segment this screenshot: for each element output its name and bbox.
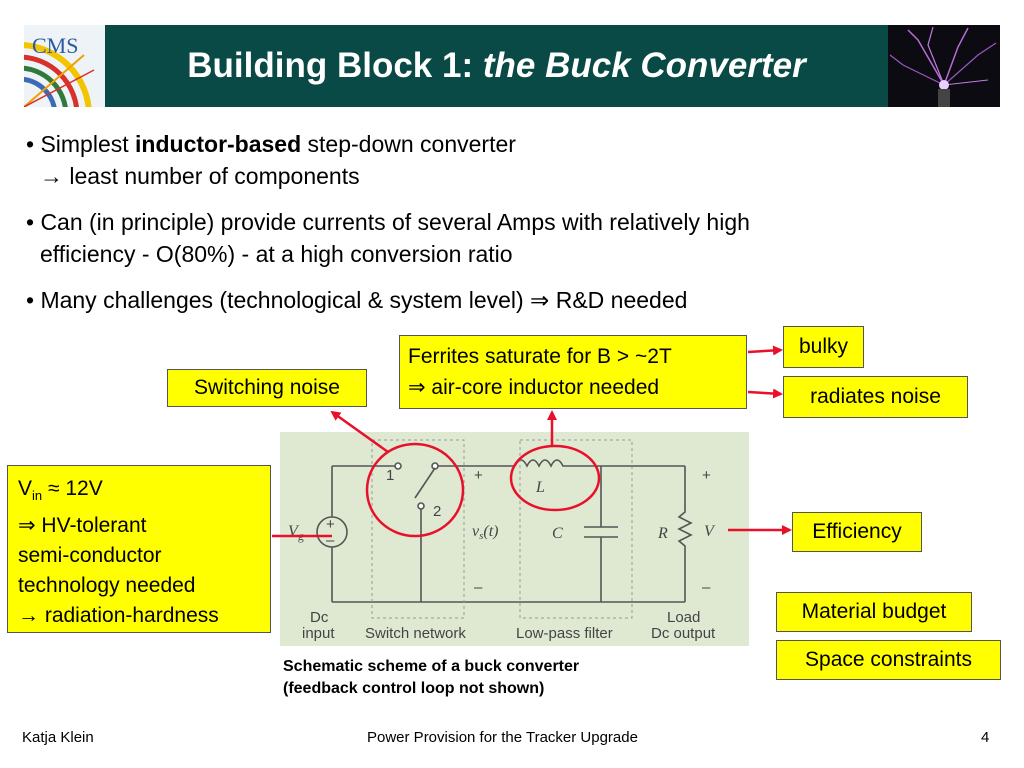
switch-highlight-circle [365,442,465,538]
svg-text:+: + [326,516,335,533]
svg-text:+: + [702,467,711,484]
svg-text:L: L [535,479,545,496]
svg-text:–: – [326,532,335,549]
ferrites-callout: Ferrites saturate for B > ~2T ⇒ air-core… [399,335,747,409]
vin-callout: Vin ≈ 12V ⇒ HV-tolerant semi-conductor t… [7,465,271,633]
svg-text:Switch network: Switch network [365,625,466,642]
svg-text:V: V [704,523,716,540]
svg-text:–: – [702,579,711,596]
svg-text:Dc: Dc [310,609,329,626]
bullet-1: • Simplest inductor-based step-down conv… [26,131,516,189]
svg-text:vs(t): vs(t) [472,523,499,542]
svg-text:Low-pass filter: Low-pass filter [516,625,613,642]
bullet-2: • Can (in principle) provide currents of… [26,209,750,267]
radiates-noise-arrow [747,388,783,399]
footer-talk-title: Power Provision for the Tracker Upgrade [367,729,638,746]
bulky-arrow [747,345,783,356]
efficiency-callout: Efficiency [792,512,922,552]
svg-text:C: C [552,525,563,542]
slide-title: Building Block 1: the Buck Converter [187,46,806,85]
material-budget-callout: Material budget [776,592,972,632]
cms-logo: CMS [24,25,105,107]
switching-noise-callout: Switching noise [167,369,367,407]
header-bar [105,25,888,107]
buck-converter-schematic: + – Vg 1 2 + – vs(t) L C R V + – Dc inpu… [280,432,749,646]
schematic-caption: Schematic scheme of a buck converter (fe… [283,658,580,697]
svg-text:R: R [657,525,668,542]
radiates-noise-callout: radiates noise [783,376,968,418]
svg-text:1: 1 [386,467,394,484]
svg-text:+: + [474,467,483,484]
footer-page-number: 4 [981,729,990,746]
svg-text:Load: Load [667,609,700,626]
svg-text:–: – [474,579,483,596]
space-constraints-callout: Space constraints [776,640,1001,680]
plasma-image [888,25,1000,107]
bulky-callout: bulky [783,326,864,368]
switching-noise-arrow [330,410,389,454]
bullet-3: • Many challenges (technological & syste… [26,287,688,313]
svg-text:CMS: CMS [32,33,78,58]
footer-author: Katja Klein [22,729,94,746]
svg-text:2: 2 [433,503,441,520]
svg-text:input: input [302,625,335,642]
svg-text:Dc output: Dc output [651,625,716,642]
inductor-highlight-circle [509,444,601,512]
